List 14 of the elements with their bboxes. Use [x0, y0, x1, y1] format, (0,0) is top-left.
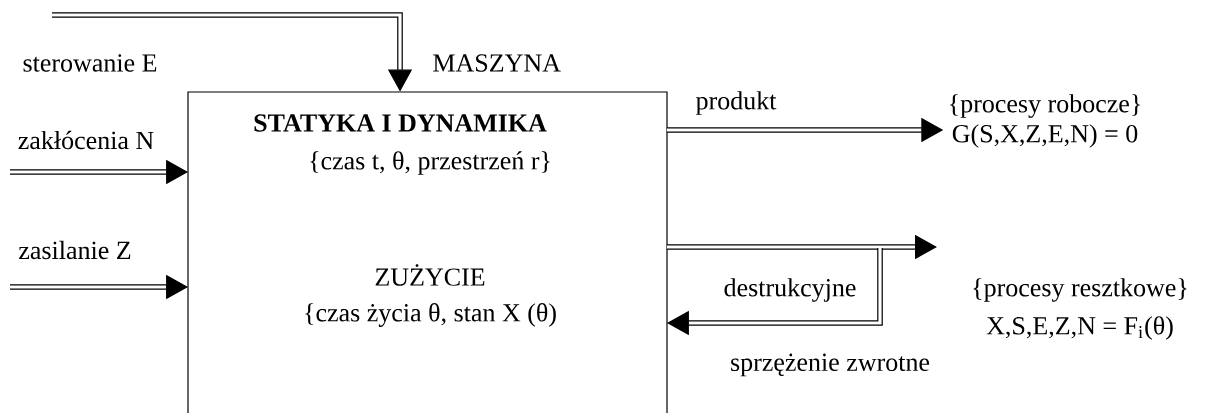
process-text: {procesy robocze} G(S,X,Z,E,N) = 0	[950, 94, 1140, 148]
edge-label: destrukcyjne	[724, 278, 856, 302]
section-text: {czas t, θ, przestrzeń r}	[310, 151, 550, 175]
section-heading: STATYKA I DYNAMIKA	[254, 114, 547, 132]
edge-label: sterowanie E	[23, 54, 157, 72]
annotation: sprzężenie zwrotne	[731, 353, 930, 377]
edge-label: produkt	[695, 91, 777, 115]
edge-label: zakłócenia N	[18, 130, 154, 150]
edge-label: zasilanie Z	[19, 240, 131, 260]
section-heading: ZUŻYCIE	[375, 264, 485, 286]
box-heading: MASZYNA	[433, 54, 561, 72]
section-text: {czas życia θ, stan X (θ)	[305, 303, 556, 327]
process-text: {procesy resztkowe}	[973, 278, 1187, 302]
process-formula: X,S,E,Z,N = F$_{i}$(θ)	[986, 316, 1173, 340]
